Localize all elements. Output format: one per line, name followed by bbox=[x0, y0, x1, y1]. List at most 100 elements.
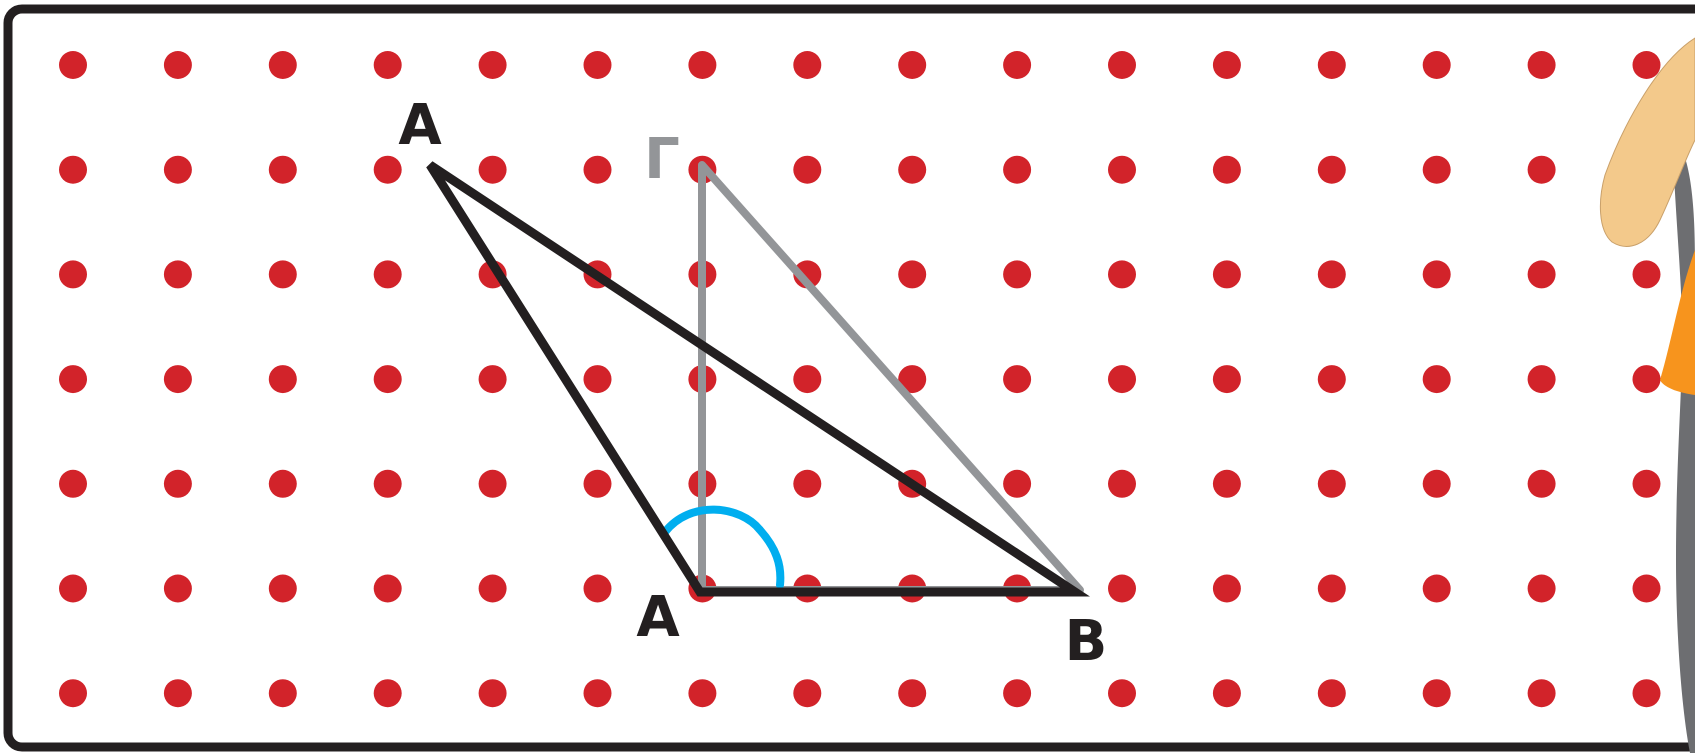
grid-dot bbox=[373, 365, 402, 394]
grid-dot bbox=[163, 679, 192, 708]
grid-dot bbox=[583, 469, 612, 498]
grid-dot bbox=[793, 365, 822, 394]
grid-dot bbox=[1317, 469, 1346, 498]
grid-dot bbox=[1632, 574, 1661, 603]
grid-dot bbox=[793, 469, 822, 498]
grid-dot bbox=[373, 51, 402, 79]
grid-dot bbox=[1003, 469, 1032, 498]
grid-dot bbox=[583, 574, 612, 603]
grid-dot bbox=[478, 155, 507, 184]
grid-dot bbox=[1527, 574, 1556, 603]
grid-dot bbox=[1108, 155, 1136, 184]
grid-dot bbox=[59, 260, 87, 289]
grid-dot bbox=[1317, 574, 1346, 603]
grid-dot bbox=[1632, 365, 1661, 394]
grid-dot bbox=[1422, 365, 1451, 394]
grid-dot bbox=[1632, 679, 1661, 708]
grid-dot bbox=[898, 365, 927, 394]
label-vertex-a-image: A bbox=[636, 585, 680, 650]
grid-dot bbox=[1108, 365, 1136, 394]
grid-dot bbox=[478, 51, 507, 79]
grid-dot bbox=[1527, 51, 1556, 79]
grid-dot bbox=[1527, 260, 1556, 289]
grid-dot bbox=[1317, 260, 1346, 289]
grid-dot bbox=[163, 365, 192, 394]
grid-dot bbox=[688, 51, 717, 79]
grid-dot bbox=[59, 679, 87, 708]
label-vertex-a-original: A bbox=[398, 93, 442, 158]
grid-dot bbox=[1632, 469, 1661, 498]
grid-dot bbox=[583, 51, 612, 79]
grid-dot bbox=[268, 260, 297, 289]
main-triangle bbox=[426, 161, 1090, 597]
grid-dot bbox=[373, 155, 402, 184]
grid-dot bbox=[583, 365, 612, 394]
grid-dot bbox=[1212, 574, 1241, 603]
grid-dot bbox=[1422, 155, 1451, 184]
grid-dot bbox=[478, 574, 507, 603]
grid-dot bbox=[163, 260, 192, 289]
grid-dot bbox=[59, 574, 87, 603]
character-shirt bbox=[1660, 250, 1695, 395]
label-vertex-b: B bbox=[1065, 609, 1108, 674]
grid-dot bbox=[1632, 260, 1661, 289]
grid-dot bbox=[163, 155, 192, 184]
grid-dot bbox=[1527, 469, 1556, 498]
angle-arc bbox=[661, 505, 785, 589]
grid-dot bbox=[583, 155, 612, 184]
grid-dot bbox=[1422, 260, 1451, 289]
grid-dot bbox=[59, 51, 87, 79]
grid-dot bbox=[1003, 679, 1032, 708]
grid-dot bbox=[268, 469, 297, 498]
grid-dot bbox=[163, 51, 192, 79]
grid-dot bbox=[163, 469, 192, 498]
grid-dot bbox=[478, 679, 507, 708]
grid-dot bbox=[1212, 365, 1241, 394]
grid-dot bbox=[59, 365, 87, 394]
grid-dot bbox=[1108, 260, 1136, 289]
grid-dot bbox=[268, 365, 297, 394]
grid-dot bbox=[793, 679, 822, 708]
label-vertex-a-prime: Γ bbox=[644, 127, 680, 192]
grid-dot bbox=[1527, 679, 1556, 708]
grid-dot bbox=[1317, 51, 1346, 79]
grid-dot bbox=[898, 679, 927, 708]
grid-dot bbox=[268, 679, 297, 708]
grid-dot bbox=[478, 469, 507, 498]
grid-dot bbox=[373, 469, 402, 498]
grid-dot bbox=[1422, 679, 1451, 708]
grid-dot bbox=[1003, 51, 1032, 79]
grid-dot bbox=[1212, 155, 1241, 184]
grid-dot bbox=[1422, 574, 1451, 603]
grid-dot bbox=[1108, 679, 1136, 708]
grid-dot bbox=[373, 679, 402, 708]
grid-dot bbox=[1527, 365, 1556, 394]
grid-dot bbox=[793, 155, 822, 184]
grid-dot bbox=[1003, 365, 1032, 394]
grid-dot bbox=[268, 574, 297, 603]
grid-dot bbox=[1632, 51, 1661, 79]
grid-dot bbox=[59, 469, 87, 498]
grid-dot bbox=[1003, 260, 1032, 289]
grid-dot bbox=[59, 155, 87, 184]
character-arm bbox=[1599, 37, 1695, 247]
grid-dot bbox=[898, 260, 927, 289]
grid-dot bbox=[373, 574, 402, 603]
grid-dot bbox=[1108, 51, 1136, 79]
grid-dot bbox=[1317, 365, 1346, 394]
grid-dot bbox=[1422, 51, 1451, 79]
grid-dot bbox=[1212, 260, 1241, 289]
grid-dot bbox=[583, 679, 612, 708]
grid-dot bbox=[898, 155, 927, 184]
grid-dot bbox=[898, 51, 927, 79]
grid-dot bbox=[373, 260, 402, 289]
grid-dot bbox=[268, 51, 297, 79]
grid-dot bbox=[268, 155, 297, 184]
grid-dot bbox=[163, 574, 192, 603]
grid-dot bbox=[793, 51, 822, 79]
grid-dot bbox=[1003, 155, 1032, 184]
grid-dot bbox=[478, 365, 507, 394]
frame-border bbox=[3, 4, 1695, 752]
